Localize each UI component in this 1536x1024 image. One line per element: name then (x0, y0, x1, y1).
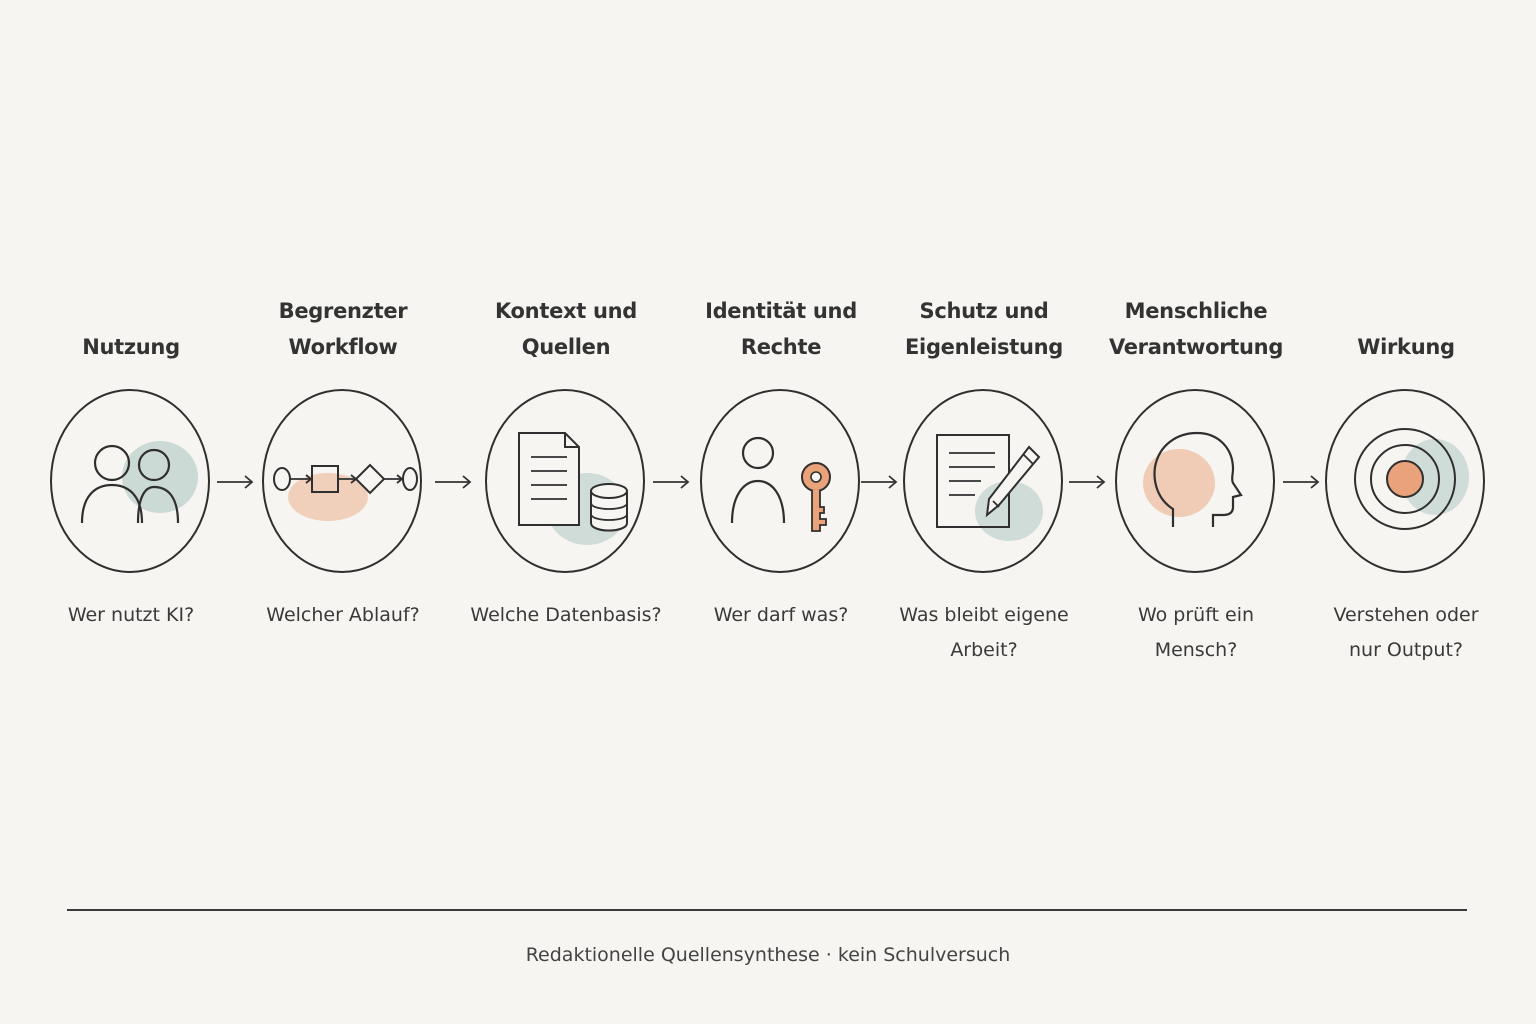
step-menschliche-verantwortung: Menschliche Verantwortung Wo prüft ein M… (1076, 290, 1316, 690)
document-database-icon (518, 432, 628, 545)
arrow-icon (1283, 475, 1320, 489)
workflow-icon (273, 463, 418, 521)
arrow-icon (435, 475, 472, 489)
arrow-icon (217, 475, 254, 489)
step-circle (262, 389, 422, 573)
step-identitaet-und-rechte: Identität und Rechte Wer darf was? (661, 290, 901, 690)
step-title: Identität und Rechte (705, 299, 857, 359)
step-kontext-und-quellen: Kontext und Quellen Welche Datenbasis? (446, 290, 686, 690)
step-wirkung: Wirkung Verstehen oder nur Output? (1286, 290, 1526, 690)
target-icon (1354, 428, 1469, 530)
human-head-icon (1143, 431, 1243, 527)
step-title: Nutzung (82, 335, 180, 359)
step-title: Wirkung (1357, 335, 1455, 359)
arrow-icon (1069, 475, 1106, 489)
step-begrenzter-workflow: Begrenzter Workflow Welcher Ablauf? (223, 290, 463, 690)
step-question: Wer nutzt KI? (67, 604, 195, 626)
step-circle (903, 389, 1063, 573)
step-question: Wer darf was? (713, 604, 849, 626)
arrow-icon (653, 475, 690, 489)
arrow-icon (861, 475, 898, 489)
user-key-icon (730, 436, 831, 532)
users-icon (80, 441, 198, 524)
step-circle (700, 389, 860, 573)
step-question: Was bleibt eigene Arbeit? (899, 604, 1069, 661)
divider (67, 909, 1467, 911)
step-circle (485, 389, 645, 573)
step-question: Welcher Ablauf? (266, 604, 420, 626)
step-title: Menschliche Verantwortung (1108, 299, 1284, 359)
step-circle (1115, 389, 1275, 573)
document-pencil-icon (936, 434, 1043, 541)
step-title: Kontext und Quellen (494, 299, 638, 359)
step-question: Wo prüft ein Mensch? (1137, 604, 1255, 661)
step-title: Schutz und Eigenleistung (905, 299, 1063, 359)
step-circle (1325, 389, 1485, 573)
step-nutzung: Nutzung Wer nutzt KI? (11, 290, 251, 690)
step-schutz-und-eigenleistung: Schutz und Eigenleistung Was bleibt eige… (864, 290, 1104, 690)
step-question: Welche Datenbasis? (470, 604, 662, 626)
step-question: Verstehen oder nur Output? (1333, 604, 1479, 661)
step-circle (50, 389, 210, 573)
footer-note: Redaktionelle Quellensynthese · kein Sch… (525, 944, 1011, 966)
step-title: Begrenzter Workflow (278, 299, 408, 359)
